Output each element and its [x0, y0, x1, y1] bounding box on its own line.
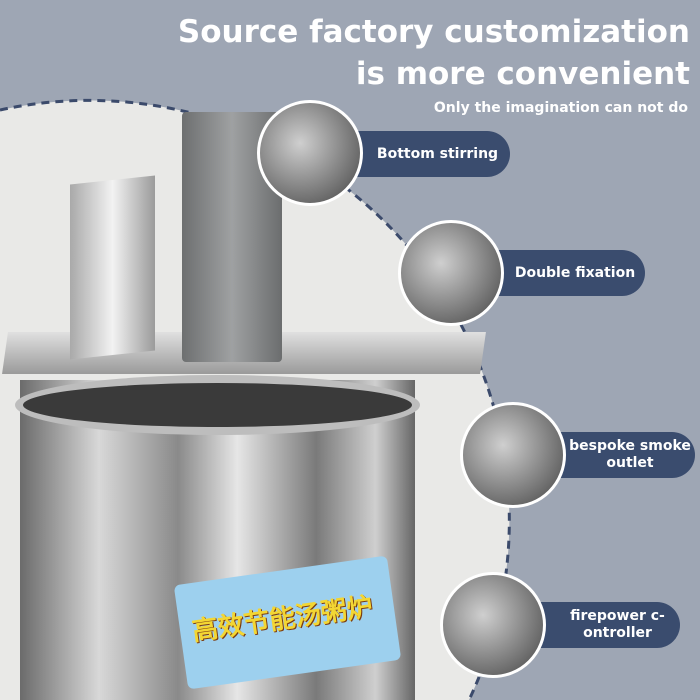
- headline-line2: is more convenient: [355, 56, 690, 92]
- pot-rim: [15, 375, 420, 435]
- clamp-photo-icon: [398, 220, 504, 326]
- feature-label: firepower c-ontroller: [570, 608, 665, 641]
- feature-label: Bottom stirring: [376, 145, 499, 162]
- feature-smoke-outlet: bespoke smoke outlet: [545, 432, 695, 478]
- knob-photo-icon: [440, 572, 546, 678]
- outlet-photo-icon: [460, 402, 566, 508]
- stirrer-photo-icon: [257, 100, 363, 206]
- subtitle: Only the imagination can not do: [433, 100, 688, 116]
- product-label-text: 高效节能汤粥炉: [190, 592, 375, 648]
- feature-bottom-stirring: Bottom stirring: [345, 131, 510, 177]
- feature-label: Double fixation: [514, 264, 636, 281]
- headline-line1: Source factory customization: [177, 14, 690, 50]
- feature-label: bespoke smoke outlet: [569, 438, 691, 471]
- feature-double-fixation: Double fixation: [495, 250, 645, 296]
- control-box: [70, 175, 155, 360]
- feature-firepower-controller: firepower c-ontroller: [535, 602, 680, 648]
